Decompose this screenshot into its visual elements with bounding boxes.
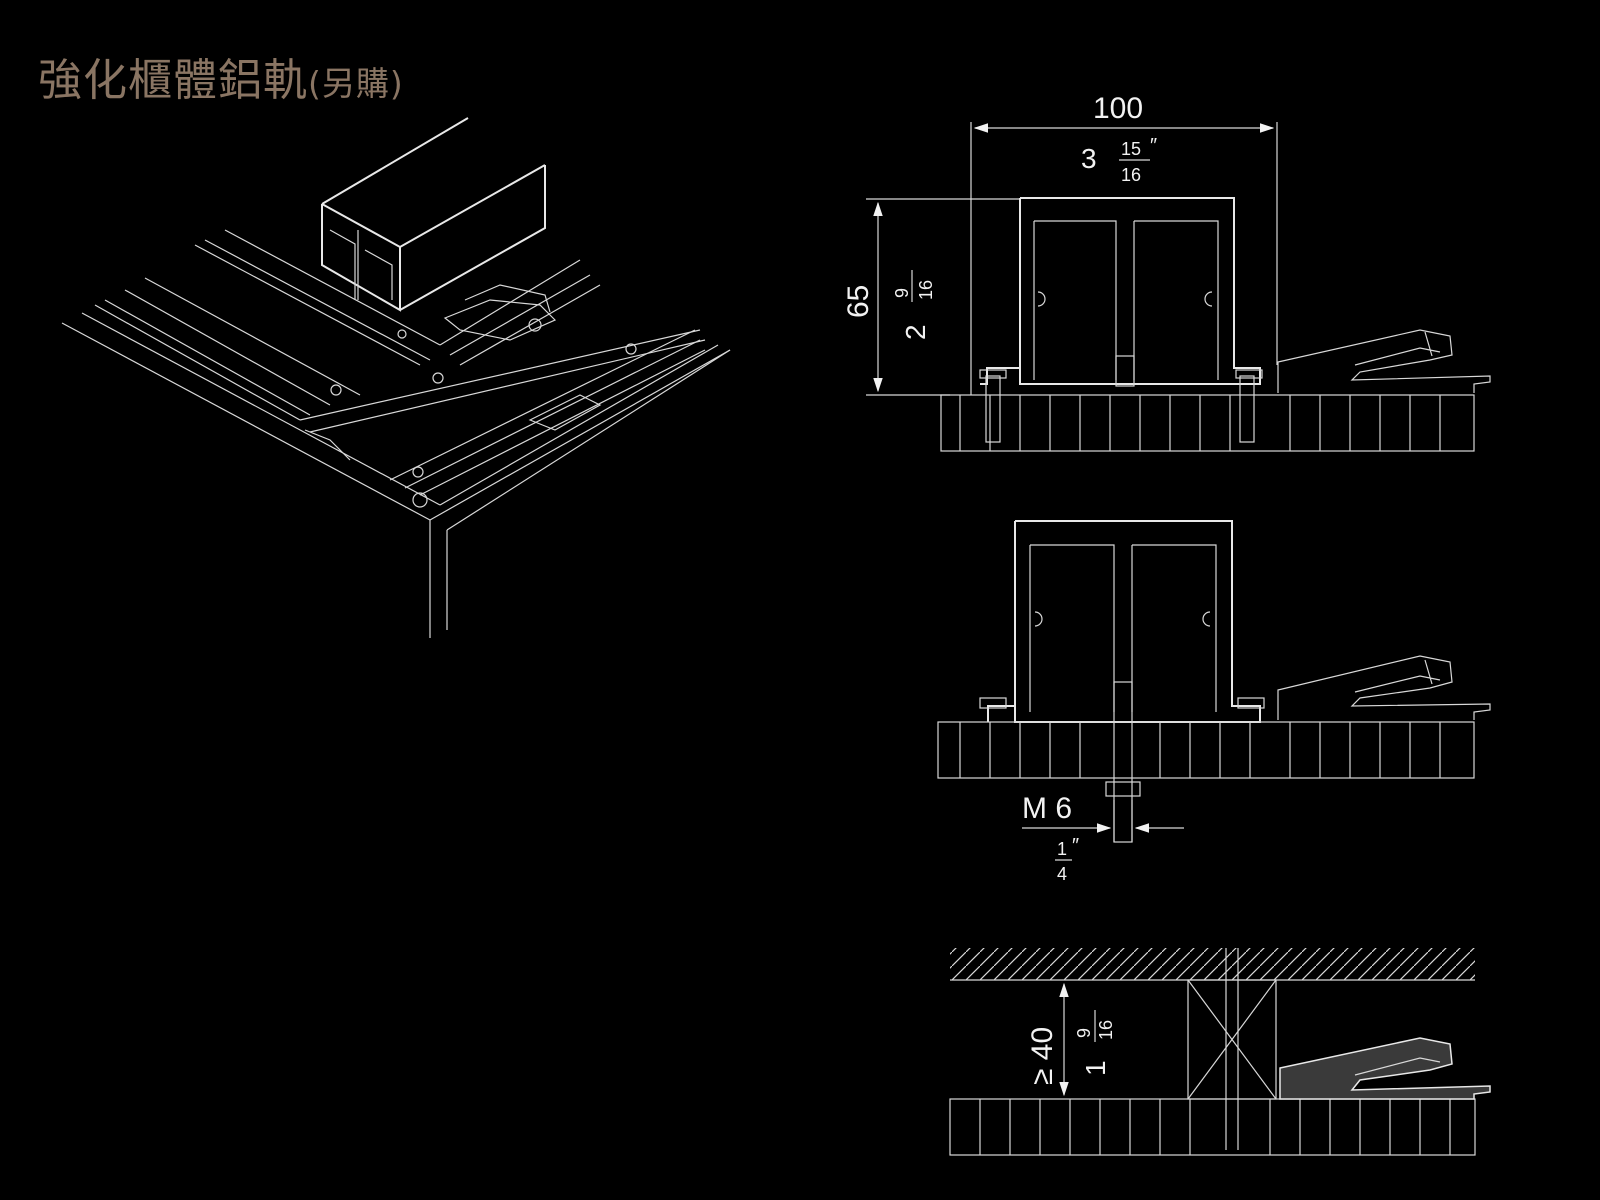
bolt-size-label: M 6 — [1022, 792, 1072, 825]
bolt-inch-num: 1 — [1057, 839, 1067, 859]
height-inch-whole: 2 — [900, 324, 931, 340]
board-ribs-bottom — [979, 1099, 1451, 1155]
width-inch-den: 16 — [1121, 165, 1141, 185]
width-inch-num: 15 — [1121, 139, 1141, 159]
bottom-section-view: ≥ 40 1 9 16 — [949, 948, 1491, 1156]
clearance-mm-label: ≥ 40 — [1026, 1027, 1059, 1085]
clearance-inch-whole: 1 — [1080, 1060, 1111, 1076]
page-title: 強化櫃體鋁軌(另購) — [38, 44, 404, 108]
width-inch-mark: ″ — [1150, 135, 1157, 157]
middle-section-view: M 6 1 4 ″ — [937, 520, 1491, 884]
board-ribs-middle — [959, 722, 1441, 778]
height-mm-label: 65 — [842, 285, 875, 318]
clearance-inch-num: 9 — [1074, 1028, 1094, 1038]
height-inch-num: 9 — [892, 288, 912, 298]
width-inch-whole: 3 — [1081, 143, 1097, 174]
top-section-view: 100 3 15 16 ″ 65 2 9 16 — [842, 92, 1491, 452]
width-mm-label: 100 — [1093, 92, 1143, 125]
clearance-inch-den: 16 — [1096, 1020, 1116, 1040]
board-ribs-top — [959, 395, 1441, 451]
title-main: 強化櫃體鋁軌 — [38, 55, 308, 106]
title-suffix: (另購) — [308, 64, 404, 103]
bolt-inch-mark: ″ — [1072, 835, 1079, 857]
height-inch-den: 16 — [916, 280, 936, 300]
isometric-cabinet-view — [61, 117, 731, 638]
bolt-inch-den: 4 — [1057, 864, 1067, 884]
